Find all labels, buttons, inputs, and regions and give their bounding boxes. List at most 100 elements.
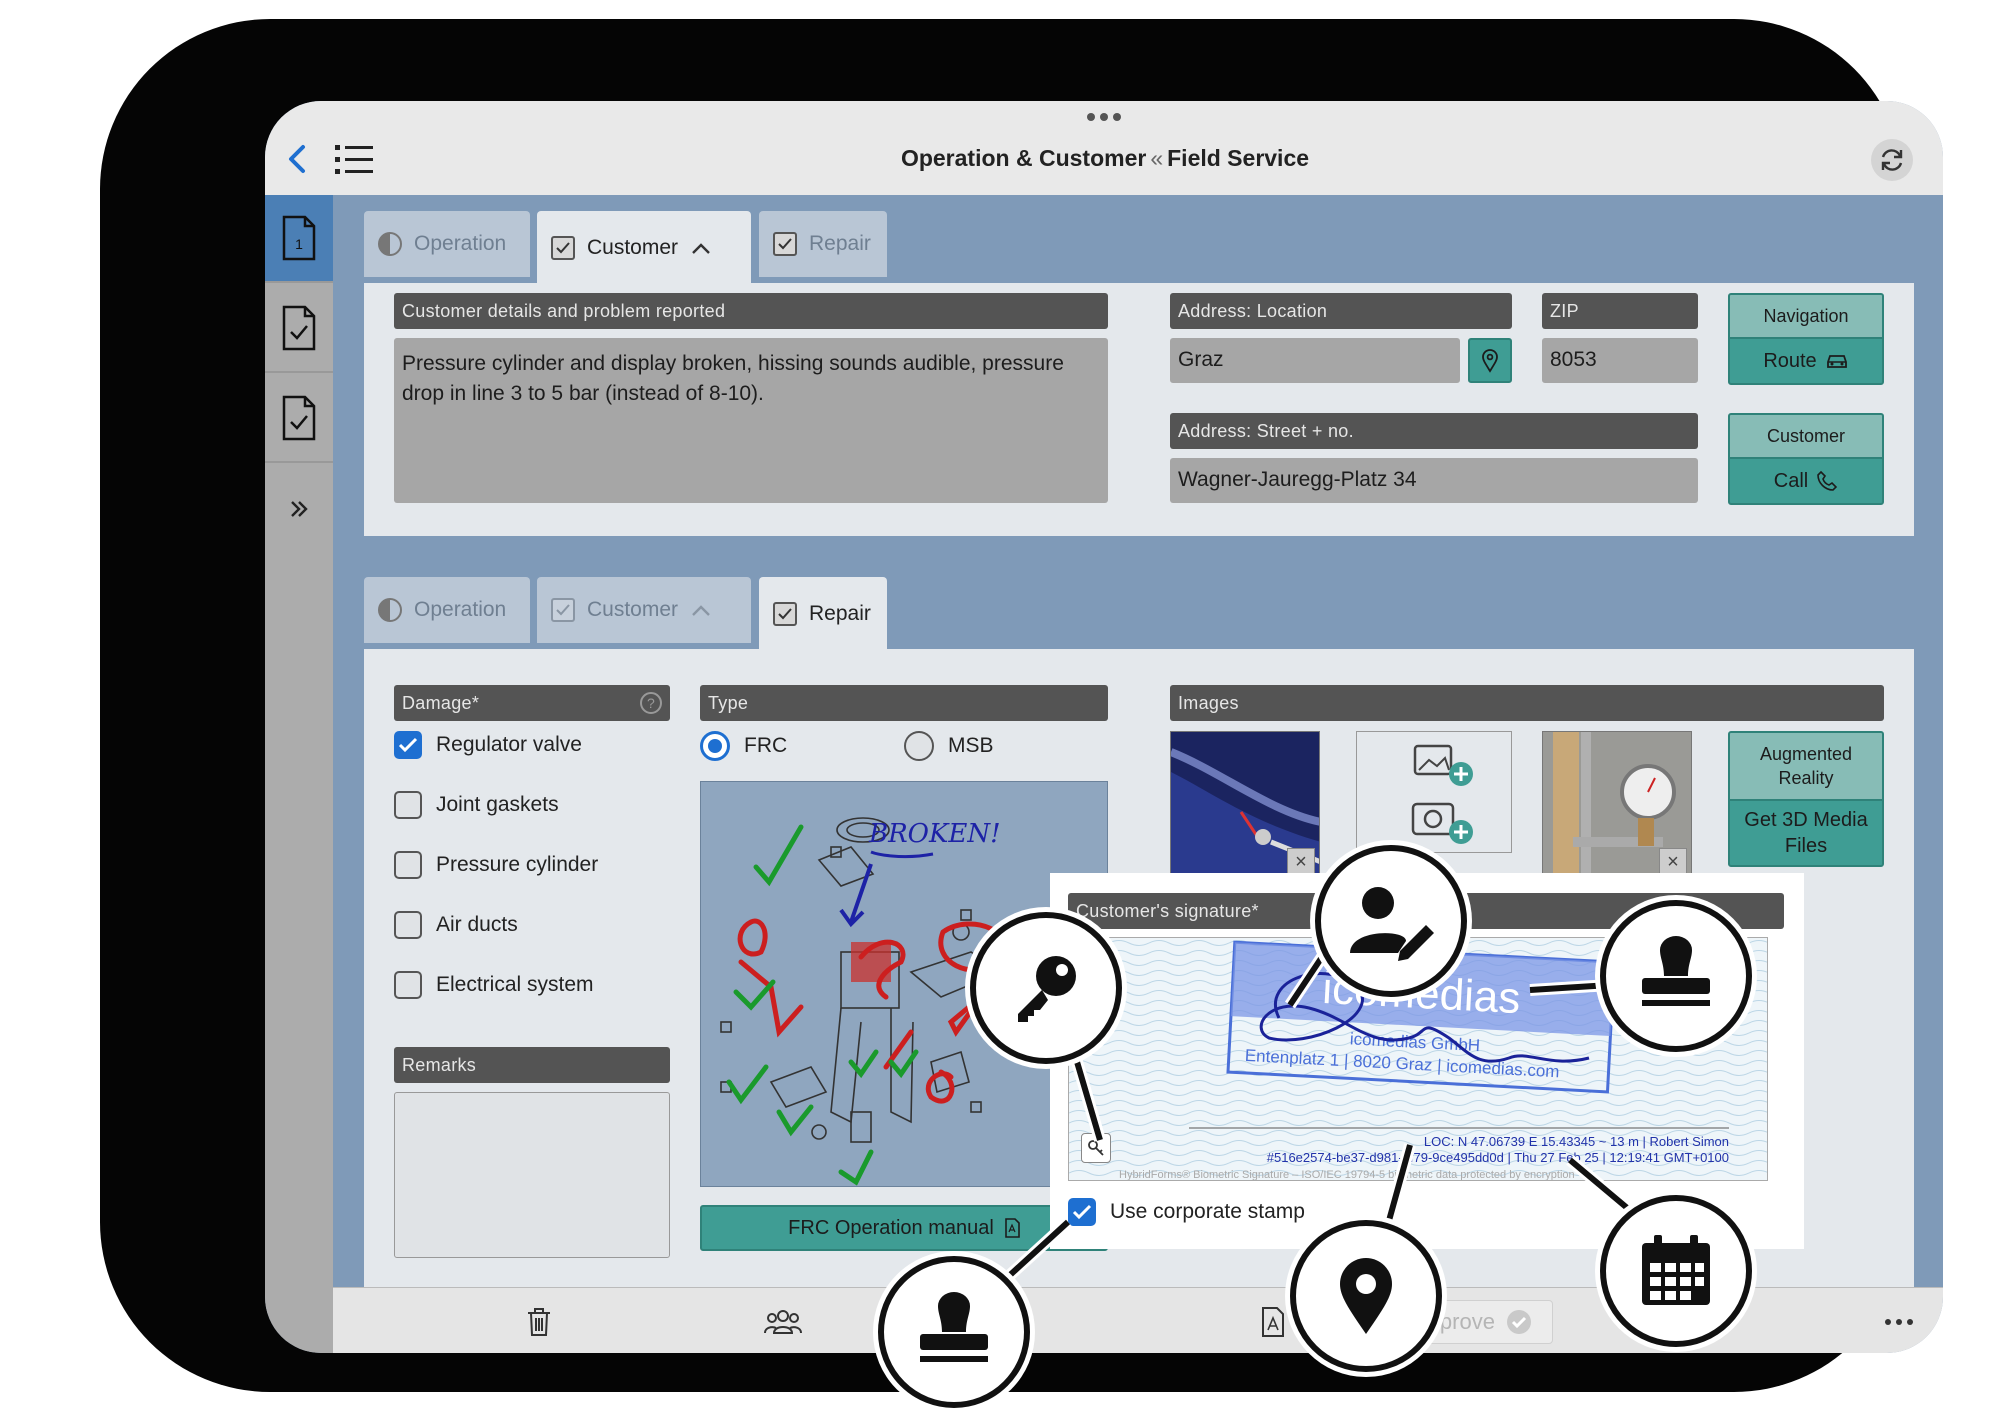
tab-label: Repair [809,602,871,625]
radio[interactable] [904,731,934,761]
option-label: Electrical system [436,973,594,996]
checkbox[interactable] [394,791,422,819]
street-label: Address: Street + no. [1170,413,1698,449]
damage-label: Damage* [402,692,480,713]
damage-option-pressure-cylinder[interactable]: Pressure cylinder [394,851,598,879]
navigation-route-button[interactable]: Navigation Route [1728,293,1884,385]
rail-expand-button[interactable] [265,465,333,553]
zip-input[interactable]: 8053 [1542,338,1698,383]
users-icon [764,1310,802,1334]
tab-label: Operation [414,598,507,621]
rail-page-2[interactable] [265,285,333,373]
map-pin-icon [1482,348,1498,373]
key-icon [1018,956,1076,1022]
customer-panel: Customer details and problem reported Pr… [364,283,1914,536]
rail-page-3[interactable] [265,375,333,463]
checkbox-icon [773,232,797,256]
back-button[interactable] [283,139,313,179]
help-icon[interactable]: ? [640,692,662,714]
location-input[interactable]: Graz [1170,338,1460,383]
navigation-label: Navigation [1730,295,1882,339]
tab-repair[interactable]: Repair [759,211,887,277]
remarks-label: Remarks [394,1047,670,1083]
remove-image-button[interactable]: × [1287,848,1315,876]
street-input[interactable]: Wagner-Jauregg-Platz 34 [1170,458,1698,503]
augmented-reality-button[interactable]: Augmented Reality Get 3D Media Files [1728,731,1884,867]
key-callout [970,912,1122,1064]
type-option-msb[interactable]: MSB [904,731,994,761]
option-label: Air ducts [436,913,518,936]
user-edit-icon [1350,887,1434,961]
add-image-button[interactable] [1356,731,1512,853]
checkbox[interactable] [394,911,422,939]
call-label-row: Call [1730,459,1882,503]
image-thumbnail-1[interactable]: × [1170,731,1320,881]
damage-option-joint-gaskets[interactable]: Joint gaskets [394,791,559,819]
pdf-export-button[interactable] [1253,1302,1293,1342]
checkbox-icon [551,598,575,622]
delete-button[interactable] [519,1302,559,1342]
customer-call-button[interactable]: Customer Call [1728,413,1884,505]
option-label: MSB [948,734,994,757]
damage-option-regulator-valve[interactable]: Regulator valve [394,731,582,759]
locate-button[interactable] [1468,338,1512,383]
tab-repair-2[interactable]: Repair [759,577,887,651]
call-label: Call [1773,470,1809,492]
calendar-callout [1600,1195,1752,1347]
checkbox-icon [551,236,575,260]
checkbox-checked[interactable] [394,731,422,759]
tab-customer-2[interactable]: Customer [537,577,751,643]
stamp-icon [1642,936,1710,1006]
team-button[interactable] [763,1302,803,1342]
document-icon: 1 [282,215,316,261]
remove-image-button[interactable]: × [1659,848,1687,876]
sync-button[interactable] [1871,139,1913,181]
rail-page-1[interactable]: 1 [265,195,333,283]
damage-option-electrical-system[interactable]: Electrical system [394,971,594,999]
remarks-textarea[interactable] [394,1092,670,1258]
trash-icon [528,1308,550,1336]
signature-hash-line: #516e2574-be37-d981-bf79-9ce495dd0d | Th… [1267,1150,1729,1165]
option-label: Regulator valve [436,733,582,756]
details-textarea[interactable]: Pressure cylinder and display broken, hi… [394,338,1108,503]
checkbox-checked[interactable] [1068,1198,1096,1226]
checkbox[interactable] [394,851,422,879]
tab-label: Repair [809,232,871,255]
ar-label: Augmented Reality [1730,733,1882,801]
frc-operation-manual-button[interactable]: FRC Operation manual [700,1205,1108,1251]
option-label: Pressure cylinder [436,853,599,876]
option-label: FRC [744,734,788,757]
option-label: Joint gaskets [436,793,559,816]
corporate-stamp-label: Use corporate stamp [1110,1200,1305,1223]
title-form: Operation & Customer [900,145,1147,171]
list-menu-button[interactable] [335,143,375,177]
location-callout [1290,1220,1442,1372]
route-label: Route [1763,350,1817,372]
tab-operation-2[interactable]: Operation [364,577,530,643]
photo-image [1543,732,1691,880]
title-separator: « [1150,145,1164,171]
image-thumbnail-2[interactable]: × [1542,731,1692,881]
multitask-grabber-icon[interactable] [1087,113,1121,121]
use-corporate-stamp-option[interactable]: Use corporate stamp [1068,1198,1305,1226]
half-circle-icon [378,232,402,256]
location-label: Address: Location [1170,293,1512,329]
user-edit-callout [1315,845,1467,997]
chevron-left-icon [289,145,305,173]
stamp-callout [1600,900,1752,1052]
tab-operation[interactable]: Operation [364,211,530,277]
tab-customer[interactable]: Customer [537,211,751,285]
damage-option-air-ducts[interactable]: Air ducts [394,911,518,939]
signature-info-button[interactable] [1081,1133,1111,1163]
radio-selected[interactable] [700,731,730,761]
damage-label-bar: Damage* ? [394,685,670,721]
tab-label: Customer [587,236,679,259]
type-label: Type [700,685,1108,721]
type-option-frc[interactable]: FRC [700,731,787,761]
chevron-up-icon [692,243,710,254]
more-button[interactable] [1879,1302,1919,1342]
frc-exploded-drawing: BROKEN! [720,817,1047,1186]
checkbox[interactable] [394,971,422,999]
stamp-icon [920,1292,988,1362]
customer-label: Customer [1730,415,1882,459]
